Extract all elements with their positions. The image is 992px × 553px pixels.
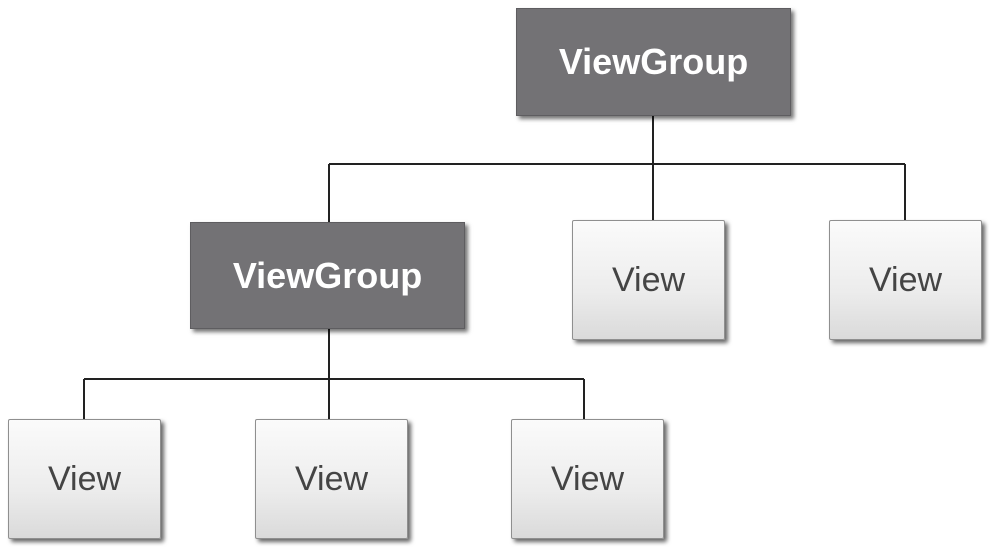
- view-label: View: [868, 260, 943, 299]
- root-view-node-1: View: [572, 220, 725, 340]
- nested-view-node-2: View: [255, 419, 408, 539]
- root-viewgroup-node: ViewGroup: [516, 8, 791, 116]
- root-view-node-2: View: [829, 220, 982, 340]
- nested-viewgroup-node: ViewGroup: [190, 222, 465, 329]
- view-label: View: [294, 459, 369, 498]
- view-label: View: [611, 260, 686, 299]
- root-viewgroup-label: ViewGroup: [558, 41, 749, 82]
- view-label: View: [550, 459, 625, 498]
- nested-view-node-3: View: [511, 419, 664, 539]
- nested-view-node-1: View: [8, 419, 161, 539]
- nested-viewgroup-label: ViewGroup: [232, 254, 423, 296]
- view-label: View: [47, 459, 122, 498]
